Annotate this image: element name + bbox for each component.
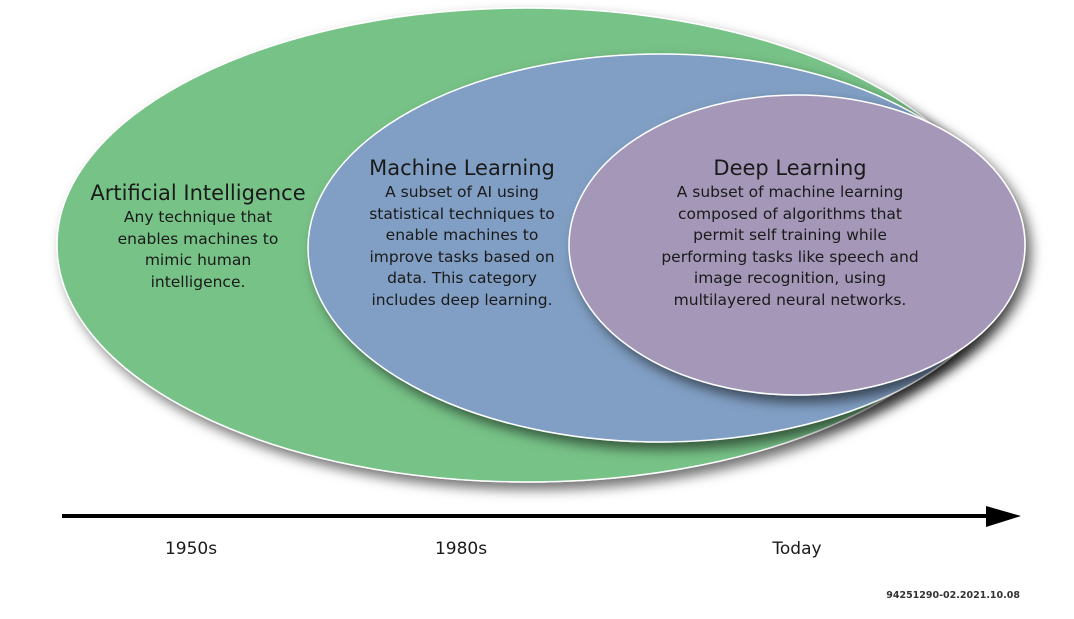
ml-description-line: enable machines to [385,226,539,245]
dl-title: Deep Learning [713,156,867,180]
timeline-arrow-head [986,506,1021,527]
ml-description-line: includes deep learning. [371,290,553,309]
dl-description-line: permit self training while [693,226,887,245]
dl-description-line: composed of algorithms that [678,204,902,223]
ml-description-line: data. This category [387,269,537,288]
dl-description-line: multilayered neural networks. [673,290,907,309]
dl-description-line: A subset of machine learning [676,183,904,201]
ai-description-line: enables machines to [117,229,279,248]
ai-description-line: intelligence. [150,272,246,291]
ai-text-block: Artificial Intelligence Any technique th… [76,180,320,293]
ml-description-line: improve tasks based on [369,247,555,266]
ai-description-line: Any technique that [123,208,273,226]
dl-text-block: Deep Learning A subset of machine learni… [640,155,940,312]
ml-text-block: Machine Learning A subset of AI using st… [352,155,572,312]
ai-title: Artificial Intelligence [90,181,306,205]
ml-description-line: statistical techniques to [369,204,555,223]
ai-description: Any technique that enables machines to m… [76,207,320,293]
figure-id: 94251290-02.2021.10.08 [886,590,1020,601]
ml-description-line: A subset of AI using [385,183,539,201]
timeline-label-1950s: 1950s [164,539,218,559]
dl-ellipse [568,94,1026,396]
timeline-label-1980s: 1980s [434,539,488,559]
dl-description: A subset of machine learning composed of… [640,182,940,312]
dl-description-line: performing tasks like speech and [661,247,919,266]
ml-description: A subset of AI using statistical techniq… [352,182,572,312]
timeline-label-today: Today [772,539,822,559]
ai-description-line: mimic human [144,251,252,270]
ml-title: Machine Learning [369,156,555,180]
dl-description-line: image recognition, using [693,269,887,288]
